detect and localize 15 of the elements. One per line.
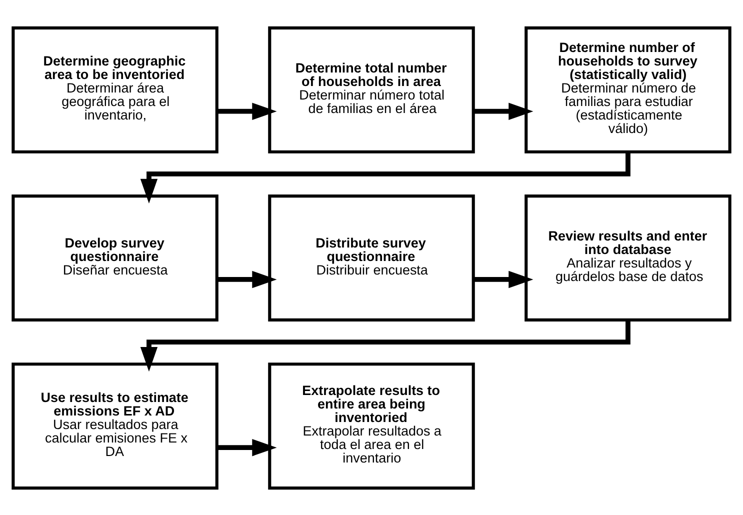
node-box: Review results and enter into database Analizar resultados y guárdelos base de datos: [524, 194, 732, 321]
arrow: [217, 438, 277, 456]
node-box: Distribute survey questionnaire Distribuir encuesta: [268, 194, 475, 321]
arrow: [474, 102, 534, 120]
arrow: [140, 151, 630, 203]
node-box: Use results to estimate emissions EF x AD Usar resultados para calcular emisiones FE x DA: [12, 362, 218, 490]
arrow: [140, 319, 630, 372]
node-box: Determine geographic area to be inventoried Determinar área geográfica para el inventario,: [12, 26, 218, 153]
arrow: [217, 270, 277, 288]
node-box: Extrapolate results to entire area being inventoried Extrapolar resultados a toda el area en el inventario: [268, 362, 475, 490]
node-box: Determine total number of households in area Determinar número total de familias en el área: [268, 26, 475, 153]
arrow: [474, 270, 534, 288]
node-box: Determine number of households to survey (statistically valid) Determinar número de familias para estudiar (estadísticamente válido): [524, 26, 732, 153]
arrow: [217, 102, 277, 120]
node-box: Develop survey questionnaire Diseñar encuesta: [12, 194, 218, 321]
